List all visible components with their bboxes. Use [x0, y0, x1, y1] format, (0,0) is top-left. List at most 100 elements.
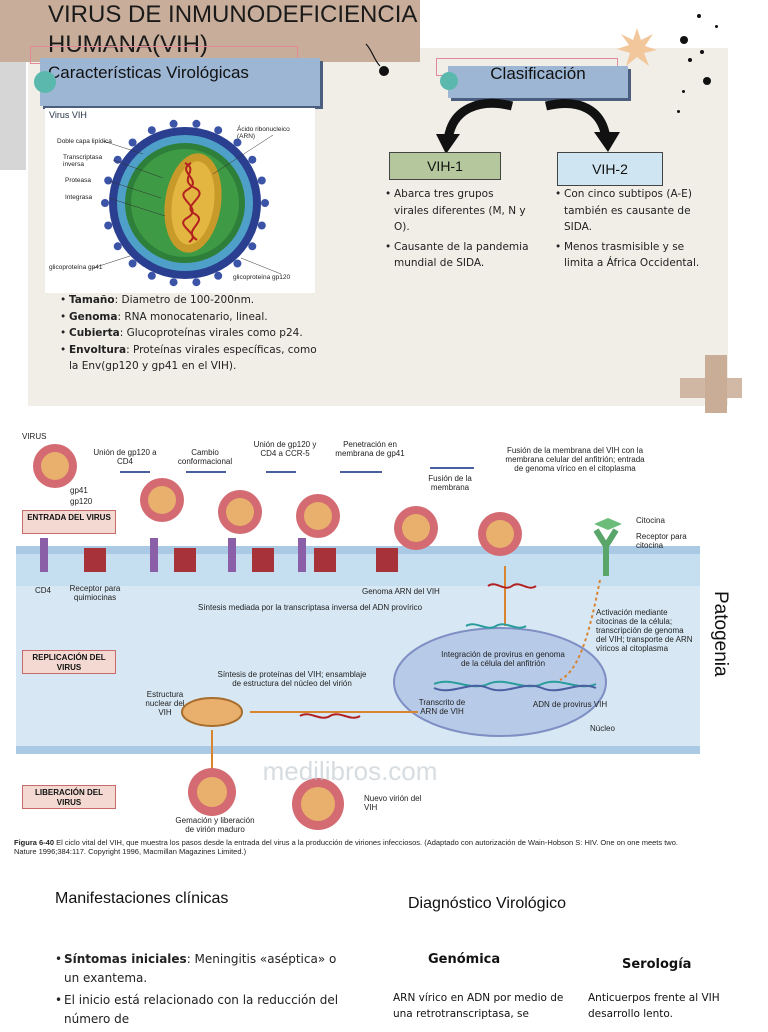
vih2-box: VIH-2 — [557, 152, 663, 186]
stage-entry: ENTRADA DEL VIRUS — [22, 510, 116, 534]
diagram-label: Receptor para quimiocinas — [69, 584, 121, 602]
glycoprotein-spike-icon — [104, 221, 113, 230]
diagram-label: Síntesis mediada por la transcriptasa in… — [198, 603, 423, 612]
virus-label: Transcriptasa inversa — [63, 154, 103, 168]
glycoprotein-spike-icon — [233, 259, 242, 268]
decor-dot — [680, 36, 688, 44]
diagram-label: ADN de provirus VIH — [532, 700, 608, 709]
classification-arrows — [436, 98, 620, 154]
property-text: : Glucoproteínas virales como p24. — [119, 327, 303, 339]
figure-caption: Figura 6-40 El ciclo vital del VIH, que … — [14, 838, 698, 856]
list-item: Cubierta: Glucoproteínas virales como p2… — [60, 325, 320, 342]
property-term: Tamaño — [69, 294, 115, 306]
serology-title: Serología — [622, 957, 692, 972]
sun-decoration-icon — [617, 28, 657, 66]
clinical-term: Síntomas iniciales — [64, 952, 187, 966]
virus-label: Ácido ribonucleico (ARN) — [237, 126, 290, 140]
decor-dot — [677, 110, 680, 113]
serology-text: Anticuerpos frente al VIH desarrollo len… — [588, 992, 720, 1020]
classification-header-label: Clasificación — [490, 64, 586, 83]
teal-dot-icon — [34, 71, 56, 93]
property-text: : Diametro de 100-200nm. — [114, 294, 255, 306]
property-text: : Proteínas virales específicas, como la… — [69, 343, 317, 373]
diagram-label: VIRUS — [22, 432, 47, 441]
genomic-title: Genómica — [428, 952, 501, 967]
list-item: Causante de la pandemia mundial de SIDA. — [385, 239, 530, 272]
decor-dot — [682, 90, 685, 93]
virus-label: Doble capa lipídica — [57, 138, 112, 145]
glycoprotein-spike-icon — [214, 126, 223, 135]
arrow-left-icon — [436, 134, 460, 154]
diagram-label: Fusión de la membrana del VIH con la mem… — [505, 446, 645, 473]
diagram-label: Genoma ARN del VIH — [362, 587, 440, 596]
glycoprotein-spike-icon — [169, 119, 178, 128]
glycoprotein-spike-icon — [257, 176, 266, 185]
glycoprotein-spike-icon — [113, 155, 122, 164]
clinical-text: : Meningitis «aséptica» o un exantema. — [64, 952, 337, 985]
virus-structure-figure: Virus VIH Doble capa lipídica Transcript… — [45, 108, 315, 293]
vih1-bullets: Abarca tres grupos virales diferentes (M… — [385, 186, 530, 275]
virus-label: Integrasa — [65, 194, 93, 201]
glycoprotein-spike-icon — [101, 199, 109, 207]
hiv-lifecycle-figure: medilibros.com ENTRADA DEL VIRUS REPLICA… — [0, 430, 700, 867]
clinical-text: El inicio está relacionado con la reducc… — [64, 993, 339, 1026]
page-title: VIRUS DE INMUNODEFICIENCIA HUMANA(VIH) — [48, 1, 417, 58]
side-label-text: Patogenia — [710, 591, 731, 677]
diagram-label: Síntesis de proteínas del VIH; ensamblaj… — [217, 670, 367, 688]
property-term: Cubierta — [69, 327, 120, 339]
virus-label: glicoproteína gp41 — [49, 264, 103, 271]
diagram-label: Penetración en membrana de gp41 — [335, 440, 405, 458]
virus-label: glicoproteína gp120 — [233, 274, 291, 281]
stage-replication: REPLICACIÓN DEL VIRUS — [22, 650, 116, 674]
list-item: Genoma: RNA monocatenario, lineal. — [60, 309, 320, 326]
virus-properties: Tamaño: Diametro de 100-200nm. Genoma: R… — [60, 292, 320, 375]
decor-dot — [703, 77, 711, 85]
glycoprotein-spike-icon — [248, 155, 257, 164]
glycoprotein-spike-icon — [233, 138, 242, 147]
diagram-label: gp41 — [70, 486, 88, 495]
decor-dot — [688, 58, 692, 62]
diagram-label: Unión de gp120 a CD4 — [93, 448, 157, 466]
glycoprotein-spike-icon — [192, 278, 201, 287]
decor-dot — [700, 50, 704, 54]
list-item: Menos trasmisible y se limita a África O… — [555, 239, 705, 272]
diagram-label: CD4 — [34, 586, 51, 595]
glycoprotein-spike-icon — [113, 242, 122, 251]
genomic-text: ARN vírico en ADN por medio de una retro… — [393, 992, 564, 1020]
decor-dot — [715, 25, 718, 28]
pendant-decoration-icon — [365, 43, 389, 76]
teal-dot-icon — [440, 72, 458, 90]
pathogenesis-side-label: Patogenia — [700, 591, 734, 692]
virus-particle-icon — [33, 444, 77, 488]
glycoprotein-spike-icon — [128, 138, 137, 147]
arrow-right-icon — [594, 132, 620, 152]
diagram-label: gp120 — [70, 497, 93, 506]
clinical-header: Manifestaciones clínicas — [55, 890, 229, 907]
diagram-label: Unión de gp120 y CD4 a CCR-5 — [253, 440, 317, 458]
glycoprotein-spike-icon — [147, 271, 156, 280]
list-item: Tamaño: Diametro de 100-200nm. — [60, 292, 320, 309]
characteristics-header: Características Virológicas — [40, 58, 320, 106]
glycoprotein-spike-icon — [128, 259, 137, 268]
glycoprotein-spike-icon — [261, 199, 269, 207]
vih2-bullets: Con cinco subtipos (A-E) también es caus… — [555, 186, 705, 275]
diagram-label: Gemación y liberación de virión maduro — [175, 816, 255, 834]
glycoprotein-spike-icon — [192, 119, 201, 128]
diagram-label: Nuevo virión del VIH — [364, 794, 422, 812]
diagram-label: Cambio conformacional — [177, 448, 233, 466]
lifecycle-diagram-icon: medilibros.com — [16, 444, 700, 830]
decor-tape-horizontal — [680, 378, 742, 398]
glycoprotein-spike-icon — [248, 242, 257, 251]
property-text: : RNA monocatenario, lineal. — [117, 310, 268, 323]
virus-label: Proteasa — [65, 177, 92, 184]
diagram-label: Integración de provirus en genoma de la … — [441, 650, 565, 668]
property-term: Genoma — [69, 310, 118, 323]
list-item: Envoltura: Proteínas virales específicas… — [60, 342, 320, 375]
diagram-label: Activación mediante citocinas de la célu… — [596, 608, 693, 653]
classification-header: Clasificación — [448, 64, 628, 98]
virus-figure-title: Virus VIH — [49, 110, 87, 120]
glycoprotein-spike-icon — [169, 278, 178, 287]
stage-release: LIBERACIÓN DEL VIRUS — [22, 785, 116, 809]
list-item: Síntomas iniciales: Meningitis «aséptica… — [55, 950, 355, 988]
diagram-label: Estructura nuclear del VIH — [145, 690, 185, 717]
